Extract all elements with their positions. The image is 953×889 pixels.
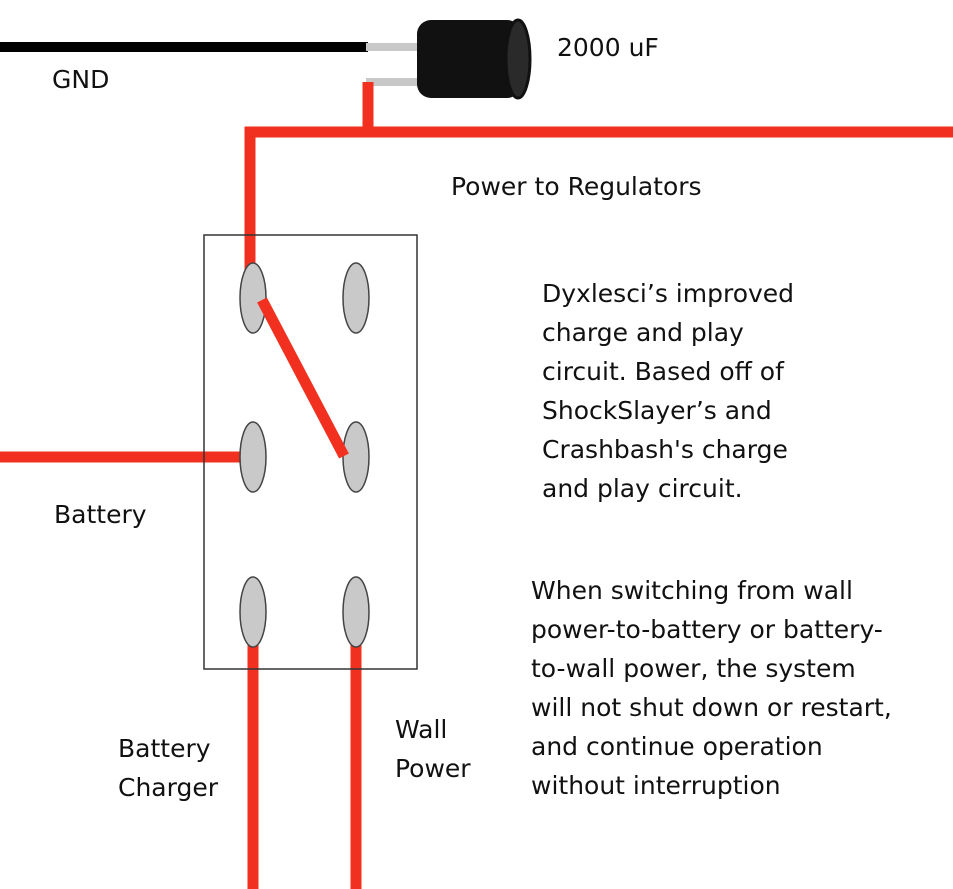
switch-terminal-mid-left [239, 421, 267, 493]
description-line: and play circuit. [542, 474, 743, 503]
switch-terminal-top-right [342, 262, 370, 334]
description-line: Dyxlesci’s improved [542, 279, 795, 308]
note-line: and continue operation [531, 732, 823, 761]
capacitor-value-label: 2000 uF [557, 33, 659, 62]
note-line: When switching from wall [531, 576, 853, 605]
wall-power-label: Wall Power [395, 715, 471, 783]
circuit-description: Dyxlesci’s improved charge and play circ… [542, 274, 794, 508]
switch-terminal-bottom-right [342, 576, 370, 648]
note-line: to-wall power, the system [531, 654, 856, 683]
battery-label: Battery [54, 500, 147, 529]
electrolytic-capacitor-icon [417, 18, 532, 100]
description-line: ShockSlayer’s and [542, 396, 772, 425]
description-line: circuit. Based off of [542, 357, 784, 386]
description-line: charge and play [542, 318, 744, 347]
switch-terminal-bottom-left [239, 576, 267, 648]
note-line: will not shut down or restart, [531, 693, 892, 722]
gnd-label: GND [52, 65, 110, 94]
battery-charger-label: Battery Charger [118, 734, 218, 802]
switching-note: When switching from wall power-to-batter… [531, 571, 892, 805]
note-line: without interruption [531, 771, 781, 800]
switch-terminal-top-left [239, 262, 267, 334]
description-line: Crashbash's charge [542, 435, 788, 464]
power-to-regulators-label: Power to Regulators [451, 172, 702, 201]
dpdt-toggle-switch-icon [203, 234, 418, 670]
switch-lever [257, 297, 349, 459]
switch-terminal-mid-right [342, 421, 370, 493]
note-line: power-to-battery or battery- [531, 615, 883, 644]
power-to-regulators-wire [244, 126, 953, 280]
